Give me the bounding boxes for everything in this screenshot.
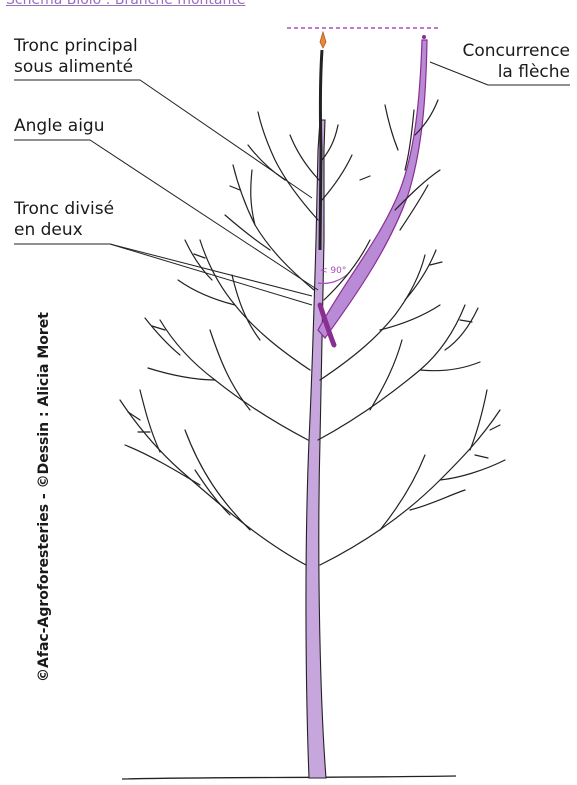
label-concurrence-line2: la flèche <box>455 62 570 83</box>
label-tronc-divise-line2: en deux <box>14 220 114 241</box>
angle-marker: < 90° <box>320 266 346 276</box>
label-tronc-divise: Tronc divisé en deux <box>14 199 114 241</box>
label-concurrence-line1: Concurrence <box>455 41 570 62</box>
ground-line <box>122 776 456 779</box>
label-tronc-principal: Tronc principal sous alimenté <box>14 36 138 78</box>
main-trunk <box>306 120 326 778</box>
callout-lines <box>14 62 570 305</box>
label-angle-aigu: Angle aigu <box>14 116 105 137</box>
label-concurrence: Concurrence la flèche <box>455 41 570 83</box>
competing-branch-tip <box>422 35 426 39</box>
label-tronc-principal-line1: Tronc principal <box>14 36 138 57</box>
starved-leader <box>320 50 322 250</box>
label-tronc-principal-line2: sous alimenté <box>14 57 138 78</box>
leader-bud <box>320 32 326 48</box>
label-tronc-divise-line1: Tronc divisé <box>14 199 114 220</box>
credit-text: ©Afac-Agroforesteries - ©Dessin : Alicia… <box>36 312 52 682</box>
